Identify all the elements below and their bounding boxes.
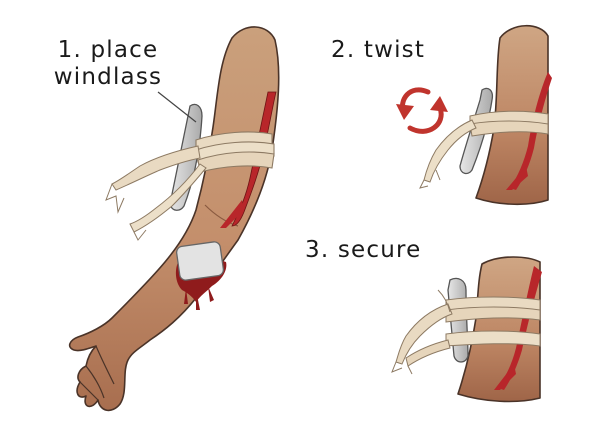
- artery-branch-3: [494, 364, 516, 390]
- arm-3: [457, 256, 541, 403]
- twist-arrows-icon: [396, 87, 448, 134]
- step-2-illustration: [396, 25, 552, 206]
- bandage-2: [419, 110, 549, 189]
- step-2-label: 2. twist: [331, 37, 426, 63]
- bandage-1: [105, 131, 275, 241]
- blood-drips-1: [184, 286, 214, 310]
- hand-detail-1: [79, 345, 115, 401]
- step-1-label: 1. place windlass: [53, 37, 163, 90]
- bandage-3: [391, 289, 541, 375]
- step-3-illustration: [391, 256, 542, 403]
- pointer-line-1: [157, 91, 197, 123]
- gauze-pad-1: [175, 241, 225, 281]
- step-3-label: 3. secure: [305, 237, 422, 263]
- artery-branch-2: [506, 166, 528, 190]
- artery-branch-1: [220, 200, 244, 228]
- arm-1: [68, 26, 280, 412]
- artery-3: [498, 266, 542, 390]
- step-1-illustration: [68, 26, 280, 412]
